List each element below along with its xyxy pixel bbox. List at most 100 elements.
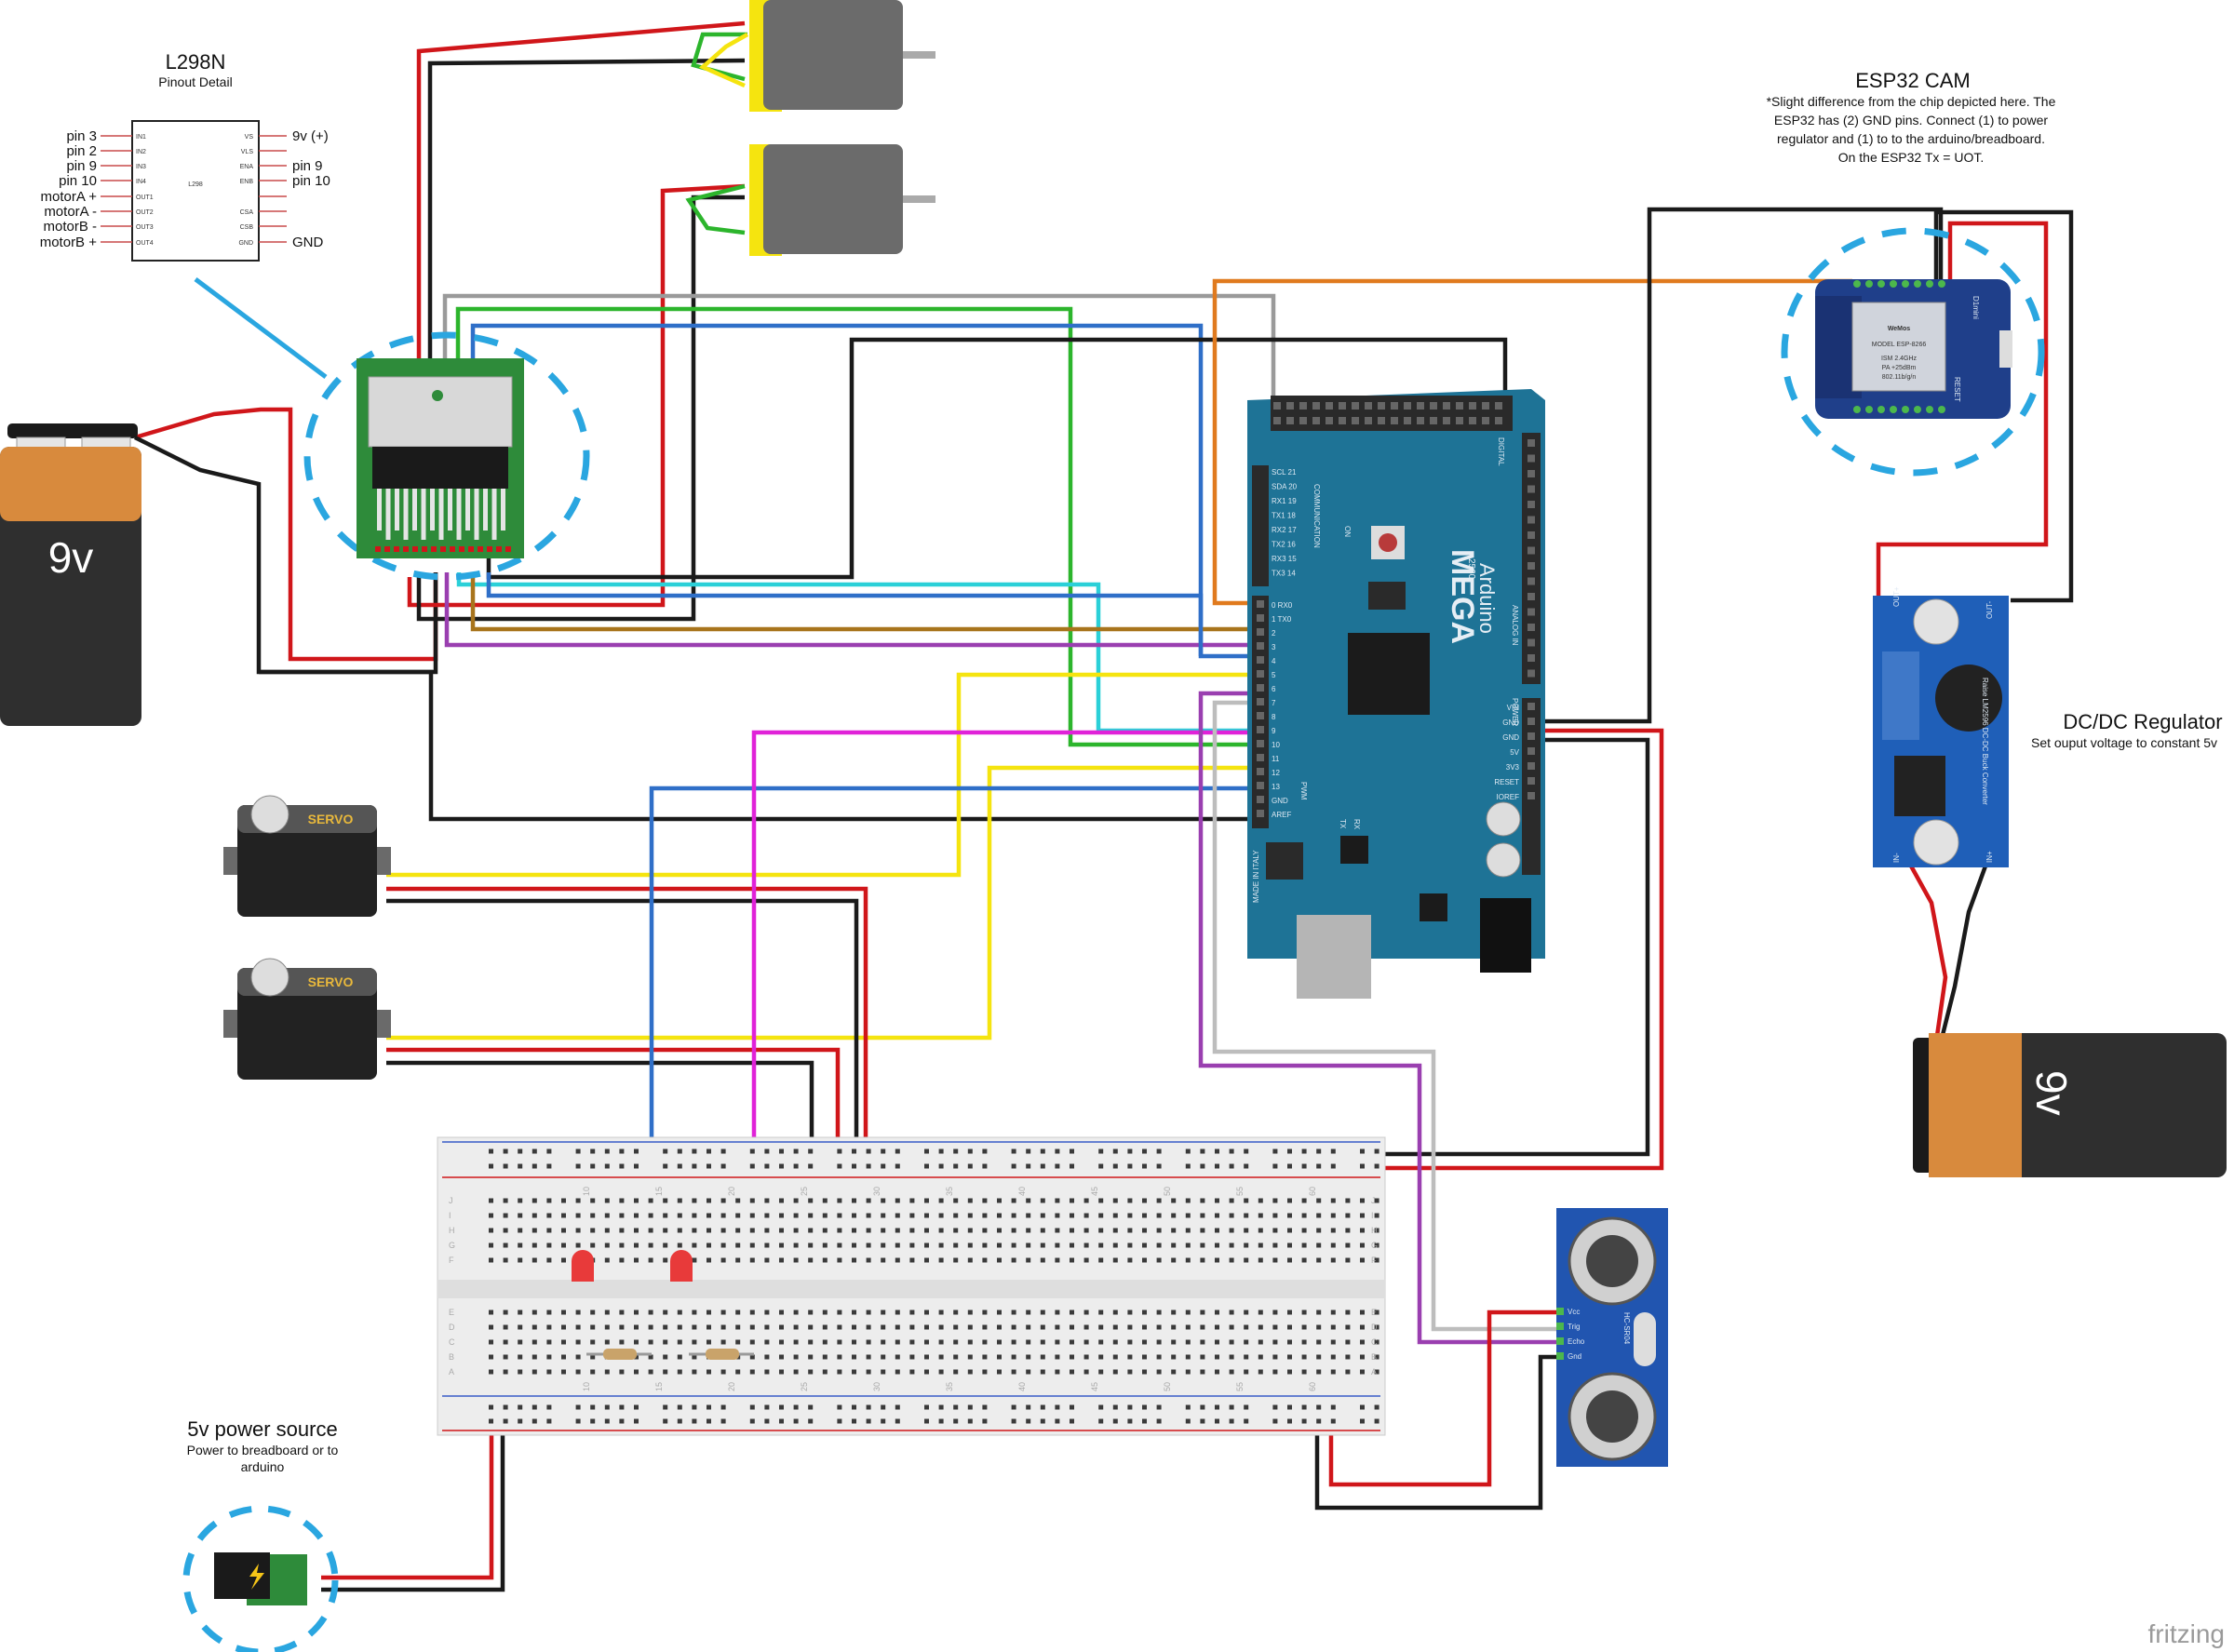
bb-rail-hole[interactable]: [1185, 1404, 1191, 1410]
bb-hole[interactable]: [779, 1339, 784, 1345]
bb-hole[interactable]: [1287, 1198, 1292, 1203]
bb-rail-hole[interactable]: [1011, 1148, 1016, 1154]
bb-rail-hole[interactable]: [1011, 1404, 1016, 1410]
bb-hole[interactable]: [546, 1228, 552, 1233]
bb-hole[interactable]: [1258, 1339, 1263, 1345]
bb-hole[interactable]: [909, 1369, 915, 1375]
bb-rail-hole[interactable]: [749, 1418, 755, 1424]
bb-hole[interactable]: [604, 1257, 610, 1263]
bb-hole[interactable]: [1330, 1310, 1336, 1315]
bb-hole[interactable]: [982, 1257, 988, 1263]
esp32-pin-top[interactable]: [1877, 280, 1885, 288]
bb-hole[interactable]: [1229, 1242, 1234, 1248]
bb-hole[interactable]: [1287, 1339, 1292, 1345]
bb-hole[interactable]: [532, 1339, 537, 1345]
mega-pwm-pin[interactable]: [1257, 768, 1264, 775]
bb-hole[interactable]: [822, 1198, 828, 1203]
bb-hole[interactable]: [604, 1310, 610, 1315]
bb-hole[interactable]: [1055, 1354, 1060, 1360]
bb-hole[interactable]: [532, 1228, 537, 1233]
mega-digital-pin[interactable]: [1378, 417, 1385, 424]
bb-rail-hole[interactable]: [663, 1163, 668, 1169]
mega-digital-pin[interactable]: [1482, 402, 1489, 410]
bb-rail-hole[interactable]: [1287, 1404, 1292, 1410]
esp32-pin-bottom[interactable]: [1890, 406, 1897, 413]
bb-hole[interactable]: [837, 1369, 842, 1375]
bb-rail-hole[interactable]: [707, 1148, 711, 1154]
mega-analog-pin[interactable]: [1527, 562, 1535, 570]
bb-hole[interactable]: [1316, 1324, 1322, 1330]
bb-hole[interactable]: [1244, 1354, 1249, 1360]
bb-hole[interactable]: [561, 1228, 566, 1233]
bb-rail-hole[interactable]: [982, 1404, 988, 1410]
bb-rail-hole[interactable]: [604, 1404, 610, 1410]
bb-hole[interactable]: [822, 1369, 828, 1375]
bb-hole[interactable]: [749, 1198, 755, 1203]
bb-hole[interactable]: [938, 1354, 944, 1360]
bb-hole[interactable]: [1142, 1257, 1147, 1263]
bb-rail-hole[interactable]: [1200, 1148, 1205, 1154]
mega-digital-pin[interactable]: [1443, 402, 1450, 410]
bb-rail-hole[interactable]: [808, 1418, 814, 1424]
bb-rail-hole[interactable]: [489, 1148, 493, 1154]
bb-hole[interactable]: [967, 1198, 973, 1203]
bb-rail-hole[interactable]: [1244, 1163, 1249, 1169]
bb-hole[interactable]: [808, 1198, 814, 1203]
bb-hole[interactable]: [503, 1257, 508, 1263]
bb-rail-hole[interactable]: [852, 1418, 856, 1424]
bb-hole[interactable]: [866, 1324, 871, 1330]
bb-hole[interactable]: [1171, 1324, 1177, 1330]
bb-hole[interactable]: [590, 1354, 596, 1360]
bb-rail-hole[interactable]: [590, 1148, 596, 1154]
bb-hole[interactable]: [489, 1310, 493, 1315]
bb-rail-hole[interactable]: [1360, 1148, 1365, 1154]
bb-rail-hole[interactable]: [575, 1148, 581, 1154]
bb-hole[interactable]: [1112, 1354, 1118, 1360]
bb-hole[interactable]: [1360, 1257, 1365, 1263]
bb-hole[interactable]: [1330, 1198, 1336, 1203]
bb-hole[interactable]: [1200, 1228, 1205, 1233]
bb-rail-hole[interactable]: [720, 1163, 726, 1169]
bb-rail-hole[interactable]: [866, 1404, 871, 1410]
bb-rail-hole[interactable]: [779, 1148, 784, 1154]
bb-hole[interactable]: [1301, 1198, 1307, 1203]
bb-hole[interactable]: [749, 1354, 755, 1360]
bb-hole[interactable]: [1301, 1369, 1307, 1375]
bb-hole[interactable]: [489, 1369, 493, 1375]
bb-hole[interactable]: [1244, 1369, 1249, 1375]
bb-hole[interactable]: [590, 1324, 596, 1330]
esp32-pin-bottom[interactable]: [1853, 406, 1861, 413]
bb-hole[interactable]: [604, 1213, 610, 1218]
bb-hole[interactable]: [1142, 1228, 1147, 1233]
bb-hole[interactable]: [1098, 1213, 1104, 1218]
bb-hole[interactable]: [1055, 1310, 1060, 1315]
bb-hole[interactable]: [1345, 1310, 1351, 1315]
bb-hole[interactable]: [895, 1257, 900, 1263]
bb-hole[interactable]: [953, 1213, 959, 1218]
bb-hole[interactable]: [619, 1310, 625, 1315]
esp32-pin-bottom[interactable]: [1877, 406, 1885, 413]
bb-hole[interactable]: [619, 1198, 625, 1203]
bb-rail-hole[interactable]: [793, 1163, 799, 1169]
mega-analog-pin[interactable]: [1527, 593, 1535, 600]
bb-rail-hole[interactable]: [1040, 1404, 1045, 1410]
bb-hole[interactable]: [575, 1324, 581, 1330]
bb-hole[interactable]: [648, 1324, 653, 1330]
bb-rail-hole[interactable]: [604, 1148, 610, 1154]
bb-rail-hole[interactable]: [764, 1163, 770, 1169]
bb-hole[interactable]: [1185, 1369, 1191, 1375]
bb-rail-hole[interactable]: [532, 1404, 537, 1410]
bb-rail-hole[interactable]: [895, 1418, 900, 1424]
mega-analog-pin[interactable]: [1527, 470, 1535, 477]
bb-hole[interactable]: [707, 1228, 711, 1233]
bb-hole[interactable]: [532, 1213, 537, 1218]
bb-rail-hole[interactable]: [590, 1404, 596, 1410]
bb-hole[interactable]: [1142, 1354, 1147, 1360]
mega-digital-pin[interactable]: [1404, 417, 1411, 424]
bb-rail-hole[interactable]: [518, 1163, 523, 1169]
bb-hole[interactable]: [924, 1354, 929, 1360]
bb-rail-hole[interactable]: [895, 1404, 900, 1410]
bb-rail-hole[interactable]: [1127, 1418, 1133, 1424]
bb-hole[interactable]: [837, 1324, 842, 1330]
bb-rail-hole[interactable]: [749, 1148, 755, 1154]
